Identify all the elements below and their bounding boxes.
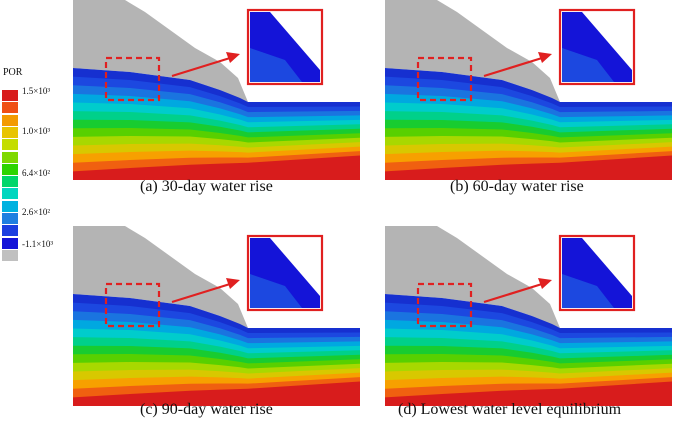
legend-label-260: 2.6×10² bbox=[22, 207, 51, 217]
legend-swatch bbox=[2, 102, 18, 114]
zoom-arrow-line bbox=[171, 282, 231, 304]
inset-lower-zone bbox=[250, 274, 302, 308]
legend-swatch bbox=[2, 163, 18, 175]
legend-label-min: -1.1×10³ bbox=[22, 239, 54, 249]
zoom-inset bbox=[246, 8, 324, 86]
panel-lowest-level bbox=[382, 226, 682, 406]
legend-swatch bbox=[2, 151, 18, 163]
inset-frame bbox=[246, 8, 324, 86]
inset-lower-zone bbox=[250, 48, 302, 82]
color-legend: POR 1.5×10³ 1.0×10³ 6.4×10² 2.6×10² -1.1… bbox=[0, 60, 80, 261]
legend-label-640: 6.4×10² bbox=[22, 168, 51, 178]
panel-60-day bbox=[382, 0, 682, 180]
legend-swatch bbox=[2, 139, 18, 151]
legend-label-1000: 1.0×10³ bbox=[22, 126, 51, 136]
legend-swatch bbox=[2, 249, 18, 261]
legend-swatch bbox=[2, 200, 18, 212]
inset-lower-zone bbox=[562, 48, 614, 82]
zoom-arrow-head bbox=[226, 52, 240, 63]
pore-pressure-contour-60-day bbox=[385, 0, 672, 180]
caption-lowest-level: (d) Lowest water level equilibrium bbox=[398, 401, 622, 418]
legend-swatch bbox=[2, 176, 18, 188]
dry-slope-region bbox=[385, 226, 560, 328]
legend-swatch bbox=[2, 114, 18, 126]
caption-60-day: (b) 60-day water rise bbox=[450, 178, 584, 195]
pore-pressure-band bbox=[385, 381, 672, 406]
dry-slope-region bbox=[73, 0, 248, 102]
inset-frame bbox=[246, 234, 324, 312]
legend-swatch bbox=[2, 213, 18, 224]
zoom-region-box bbox=[416, 56, 473, 102]
zoom-region-box bbox=[104, 282, 161, 328]
legend-swatch bbox=[2, 90, 18, 101]
zoom-arrow-head bbox=[538, 278, 552, 289]
pore-pressure-band bbox=[73, 155, 360, 180]
pore-pressure-band bbox=[73, 381, 360, 406]
legend-swatch bbox=[2, 225, 18, 237]
legend-swatch bbox=[2, 126, 18, 138]
zoom-arrow-head bbox=[226, 278, 240, 289]
pore-pressure-contour-30-day bbox=[73, 0, 360, 180]
zoom-arrow-head bbox=[538, 52, 552, 63]
legend-title: POR bbox=[3, 67, 23, 78]
zoom-region-box bbox=[104, 56, 161, 102]
zoom-arrow-line bbox=[483, 56, 543, 78]
caption-30-day: (a) 30-day water rise bbox=[140, 178, 273, 195]
caption-90-day: (c) 90-day water rise bbox=[140, 401, 273, 418]
inset-frame bbox=[558, 8, 636, 86]
panel-30-day bbox=[70, 0, 370, 180]
pore-pressure-contour-lowest-level bbox=[385, 226, 672, 406]
inset-frame bbox=[558, 234, 636, 312]
zoom-inset bbox=[558, 8, 636, 86]
dry-slope-region bbox=[73, 226, 248, 328]
zoom-inset bbox=[558, 234, 636, 312]
pore-pressure-band bbox=[385, 155, 672, 180]
zoom-region-box bbox=[416, 282, 473, 328]
pore-pressure-contour-90-day bbox=[73, 226, 360, 406]
legend-label-max: 1.5×10³ bbox=[22, 86, 51, 96]
panel-90-day bbox=[70, 226, 370, 406]
zoom-inset bbox=[246, 234, 324, 312]
zoom-arrow-line bbox=[171, 56, 231, 78]
dry-slope-region bbox=[385, 0, 560, 102]
legend-swatch bbox=[2, 237, 18, 249]
legend-swatch bbox=[2, 188, 18, 200]
inset-lower-zone bbox=[562, 274, 614, 308]
zoom-arrow-line bbox=[483, 282, 543, 304]
